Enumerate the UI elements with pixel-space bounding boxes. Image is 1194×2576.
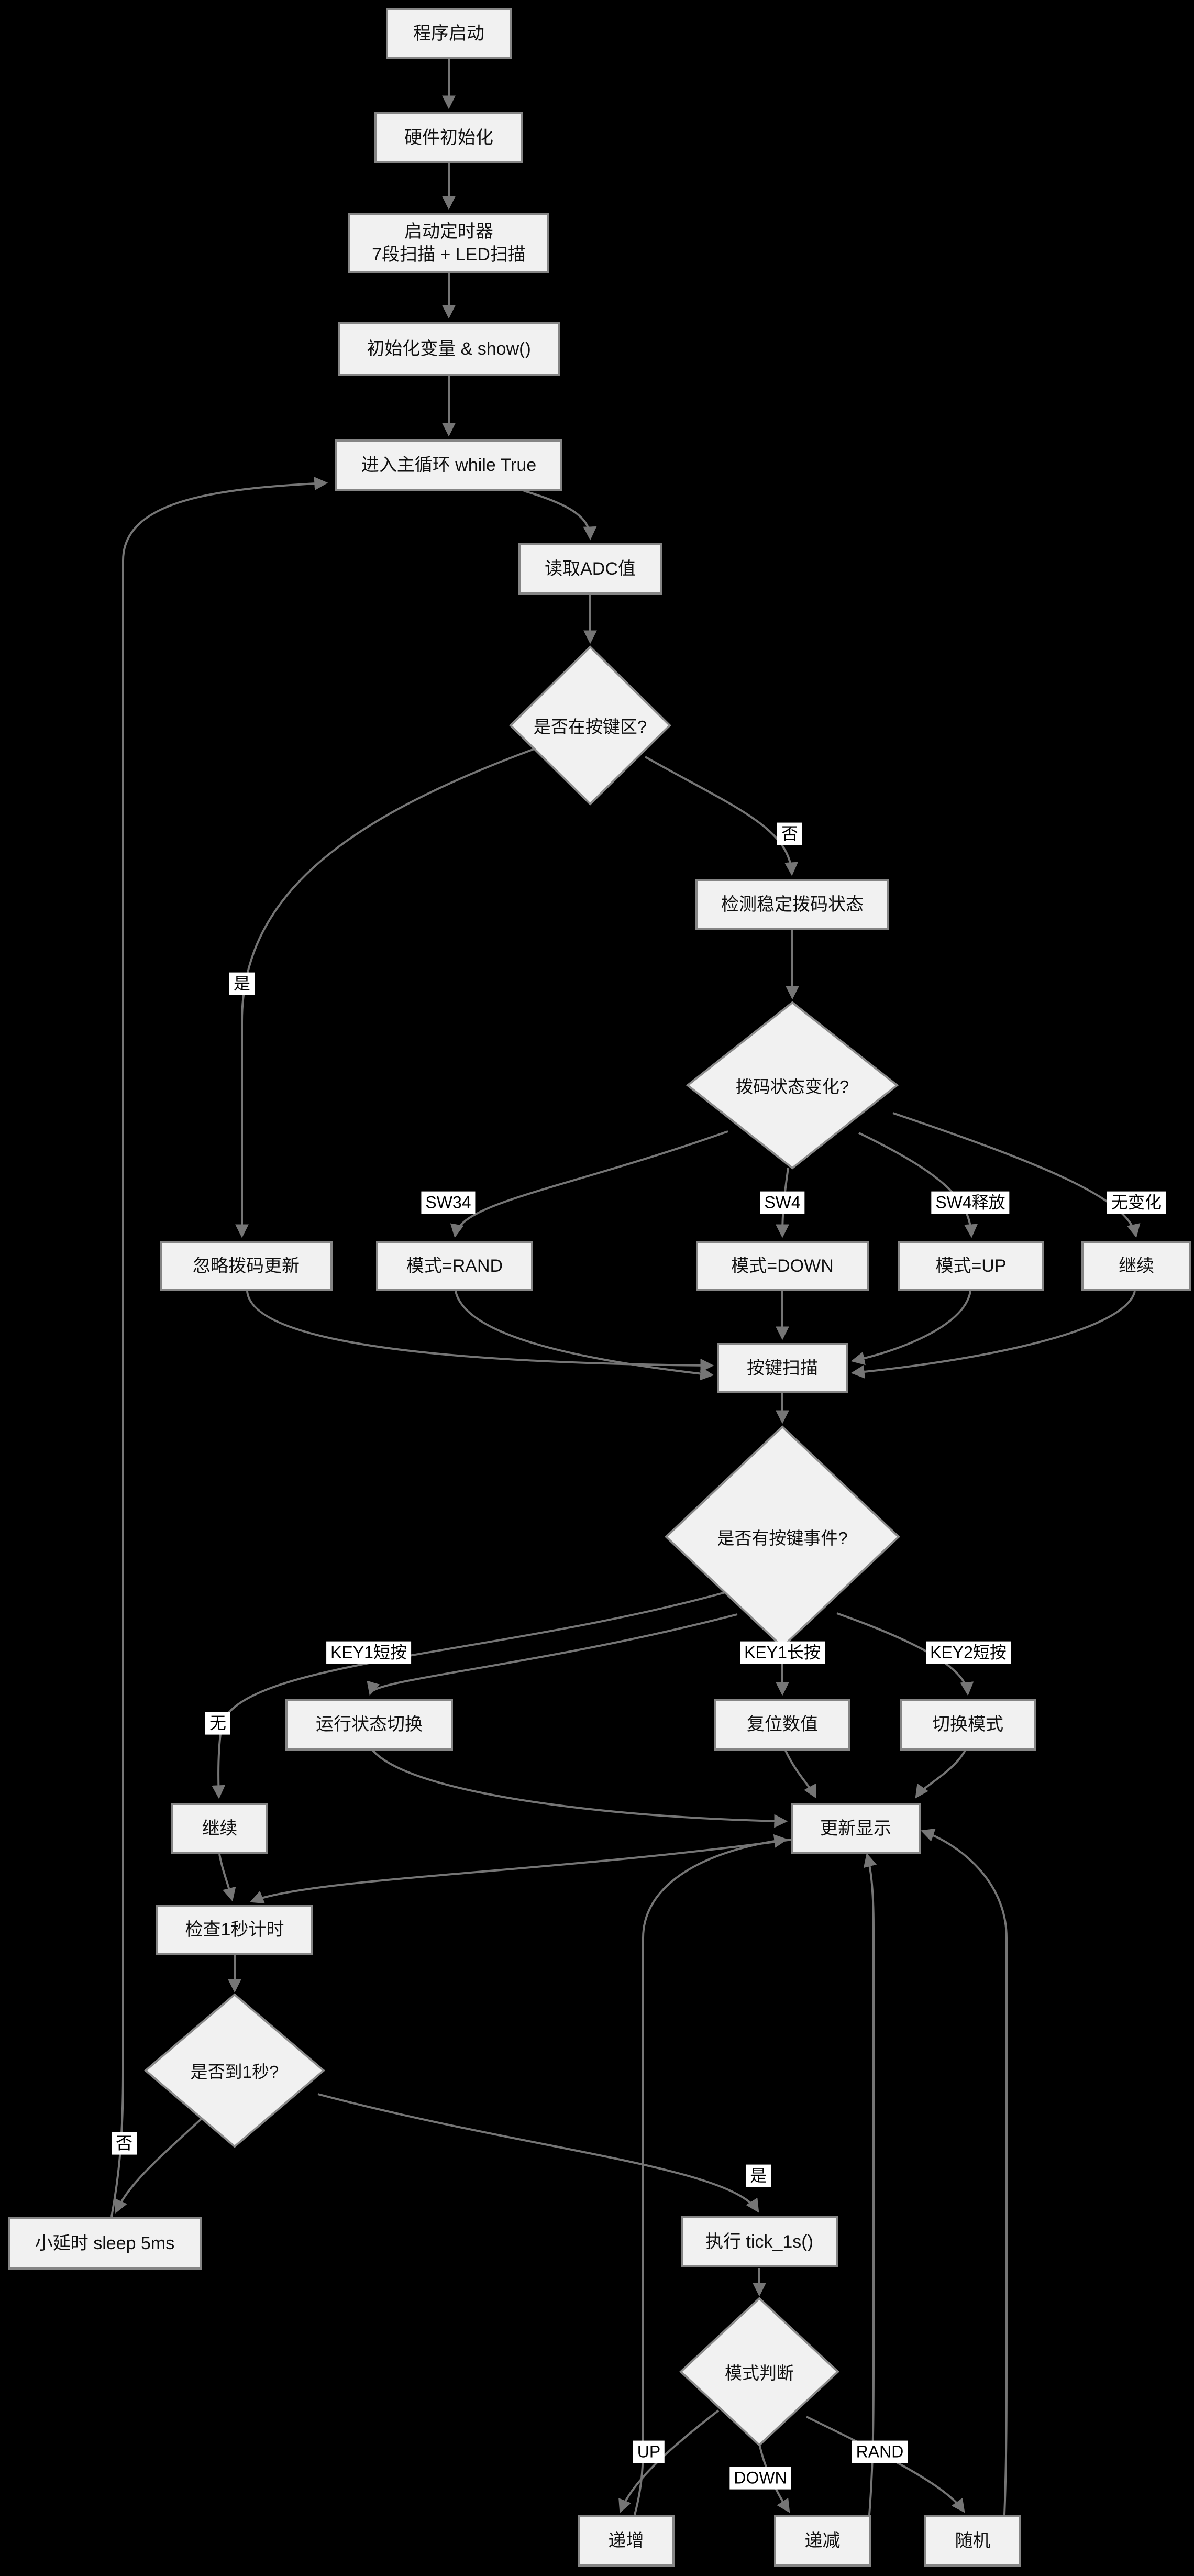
edge-reached1s-tick1s-yes: [317, 2093, 759, 2213]
edge-label-no2: 否: [111, 2132, 137, 2155]
decision-reached-1s: 是否到1秒?: [190, 2062, 279, 2082]
decision-shape-in-key-zone: [509, 645, 671, 806]
decision-key-event: 是否有按键事件?: [717, 1528, 848, 1548]
edge-label-no1: 否: [777, 822, 803, 845]
edge-reached1s-sleep5ms-no: [115, 2117, 204, 2214]
node-detect-dip: 检测稳定拨码状态: [695, 879, 889, 930]
node-sleep-5ms: 小延时 sleep 5ms: [8, 2217, 202, 2270]
edge-label-up: UP: [633, 2440, 665, 2463]
edge-switchmode-updatedisplay: [915, 1749, 966, 1799]
edge-dipchanged-modeup-sw4release: [858, 1132, 978, 1238]
node-timer: 启动定时器 7段扫描 + LED扫描: [348, 213, 549, 273]
node-random: 随机: [924, 2515, 1021, 2567]
edge-runtoggle-updatedisplay: [372, 1749, 788, 1828]
node-switch-mode: 切换模式: [900, 1699, 1036, 1751]
edge-modejudge-random-rand: [806, 2416, 965, 2513]
edge-modeup-keyscan: [850, 1291, 971, 1366]
node-tick-1s: 执行 tick_1s(): [681, 2216, 838, 2267]
node-read-adc: 读取ADC值: [518, 543, 662, 595]
node-hw-init: 硬件初始化: [374, 112, 523, 163]
node-continue-key: 继续: [171, 1803, 268, 1854]
node-ignore-dip: 忽略拨码更新: [160, 1241, 333, 1291]
node-decrement: 递减: [774, 2515, 871, 2567]
edge-label-sw34: SW34: [421, 1191, 476, 1214]
node-increment: 递增: [578, 2515, 675, 2567]
edge-label-key1-short: KEY1短按: [326, 1641, 411, 1664]
edge-label-rand: RAND: [852, 2440, 908, 2463]
edge-label-down: DOWN: [729, 2467, 791, 2490]
edge-label-key2-short: KEY2短按: [926, 1641, 1011, 1664]
node-mode-down: 模式=DOWN: [696, 1241, 869, 1291]
edge-modejudge-increment-up: [618, 2409, 720, 2514]
node-reset-value: 复位数值: [714, 1699, 850, 1751]
node-continue-dip: 继续: [1081, 1241, 1191, 1291]
edge-label-no-change: 无变化: [1107, 1191, 1166, 1214]
edge-updatedisplay-check1s: [249, 1839, 792, 1904]
decision-in-key-zone: 是否在按键区?: [533, 717, 647, 736]
node-start: 程序启动: [386, 8, 512, 59]
edge-moderand-keyscan: [455, 1291, 714, 1381]
edge-resetvalue-updatedisplay: [784, 1750, 817, 1799]
node-run-toggle: 运行状态切换: [285, 1699, 453, 1751]
edge-inkeyzone-ignoredip-yes: [235, 748, 535, 1238]
decision-shape-dip-changed: [686, 1001, 899, 1170]
edge-label-yes1: 是: [229, 972, 255, 995]
edge-label-sw4-release: SW4释放: [931, 1191, 1010, 1214]
node-key-scan: 按键扫描: [717, 1343, 848, 1393]
decision-mode-judge: 模式判断: [725, 2363, 794, 2383]
node-mode-rand: 模式=RAND: [376, 1241, 533, 1291]
edge-label-sw4: SW4: [760, 1191, 805, 1214]
edge-ignoredip-keyscan: [246, 1291, 714, 1372]
edge-continuedip-keyscan: [850, 1291, 1136, 1379]
edge-random-updatedisplay: [920, 1828, 1008, 2515]
edge-inkeyzone-detectdip-no: [645, 756, 798, 876]
decision-dip-changed: 拨码状态变化?: [735, 1077, 849, 1096]
decision-shape-mode-judge: [679, 2297, 839, 2447]
edge-sleep5ms-mainloop: [110, 477, 328, 2217]
edge-continuekey-check1s: [218, 1854, 236, 1902]
edge-keyevent-runtoggle-key1short: [367, 1613, 738, 1696]
edge-label-none: 无: [205, 1712, 231, 1735]
edge-dipchanged-moderand-sw34: [450, 1130, 728, 1238]
edge-keyevent-continuekey-none: [212, 1591, 726, 1799]
node-update-display: 更新显示: [791, 1803, 921, 1854]
decision-shape-reached-1s: [143, 1993, 326, 2148]
edge-decrement-updatedisplay: [863, 1853, 877, 2515]
edge-increment-updatedisplay: [634, 1834, 788, 2515]
node-init-vars: 初始化变量 & show(): [338, 322, 560, 376]
node-check-1s: 检查1秒计时: [156, 1905, 313, 1955]
edge-mainloop-readadc: [523, 490, 597, 541]
edge-label-key1-long: KEY1长按: [740, 1641, 825, 1664]
node-main-loop: 进入主循环 while True: [335, 439, 562, 491]
edge-label-yes2: 是: [745, 2164, 771, 2187]
edge-dipchanged-continue-nochange: [892, 1112, 1141, 1238]
node-mode-up: 模式=UP: [898, 1241, 1044, 1291]
